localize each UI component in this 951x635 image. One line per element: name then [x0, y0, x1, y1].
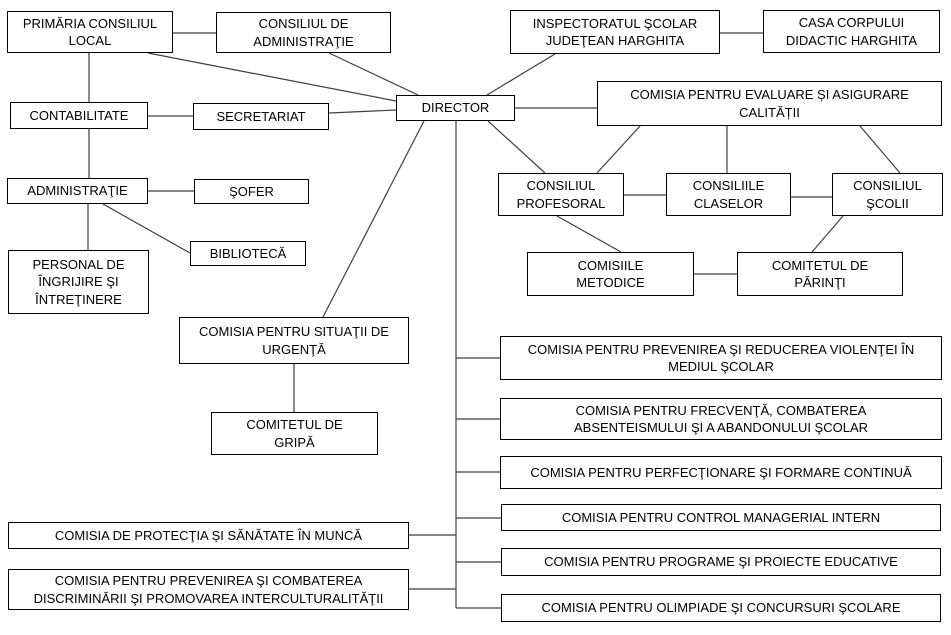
node-consiliile-claselor: CONSILIILE CLASELOR	[666, 173, 791, 216]
node-comitetul-de-gripa: COMITETUL DE GRIPĂ	[211, 412, 378, 455]
node-comitetul-de-parinti: COMITETUL DE PĂRINŢI	[737, 252, 903, 296]
node-comisia-discriminare: COMISIA PENTRU PREVENIREA ŞI COMBATEREA …	[8, 569, 409, 610]
node-director: DIRECTOR	[396, 95, 515, 121]
node-personal-ingrijire: PERSONAL DE ÎNGRIJIRE ŞI ÎNTREŢINERE	[8, 250, 149, 314]
edge-primaria-director	[147, 52, 397, 102]
node-comisiile-metodice: COMISIILE METODICE	[527, 252, 694, 296]
node-comisia-violenta: COMISIA PENTRU PREVENIREA ŞI REDUCEREA V…	[500, 336, 942, 380]
node-comisia-evaluare-calitate: COMISIA PENTRU EVALUARE ȘI ASIGURARE CAL…	[597, 81, 942, 126]
edge-consiliu-admin-director	[328, 52, 419, 96]
edge-inspectorat-director	[486, 53, 556, 96]
node-comisia-perfectionare: COMISIA PENTRU PERFECŢIONARE ŞI FORMARE …	[500, 456, 942, 489]
node-sofer: ŞOFER	[194, 179, 309, 204]
edge-evaluare-scolii	[859, 125, 901, 174]
node-primaria-consiliul-local: PRIMĂRIA CONSILIUL LOCAL	[7, 11, 173, 53]
node-consiliul-profesoral: CONSILIUL PROFESORAL	[498, 173, 624, 216]
edge-evaluare-profesoral	[596, 125, 641, 174]
edge-profesoral-metodice	[556, 215, 622, 253]
node-comisia-olimpiade: COMISIA PENTRU OLIMPIADE ŞI CONCURSURI Ş…	[501, 594, 941, 622]
node-comisia-control-managerial: COMISIA PENTRU CONTROL MANAGERIAL INTERN	[501, 504, 941, 531]
node-biblioteca: BIBLIOTECĂ	[190, 241, 306, 266]
edge-secretariat-director	[328, 109, 397, 114]
node-comisia-protectia-munca: COMISIA DE PROTECŢIA ȘI SĂNĂTATE ÎN MUNC…	[8, 522, 409, 549]
edge-scolii-parinti	[811, 215, 844, 253]
node-comisia-programe-proiecte: COMISIA PENTRU PROGRAME ŞI PROIECTE EDUC…	[501, 548, 941, 576]
edge-director-situatii	[322, 120, 425, 318]
node-casa-corpului-didactic: CASA CORPULUI DIDACTIC HARGHITA	[763, 10, 940, 53]
node-administratie: ADMINISTRAŢIE	[7, 178, 148, 204]
node-secretariat: SECRETARIAT	[193, 103, 329, 130]
edge-administratie-biblioteca	[102, 203, 191, 254]
edge-director-profesoral	[487, 120, 546, 174]
node-comisia-situatii-urgenta: COMISIA PENTRU SITUAŢII DE URGENŢĂ	[179, 317, 409, 364]
node-comisia-frecventa: COMISIA PENTRU FRECVENŢĂ, COMBATEREA ABS…	[500, 398, 942, 440]
node-consiliul-de-administratie: CONSILIUL DE ADMINISTRAŢIE	[216, 12, 391, 53]
node-inspectoratul-scolar: INSPECTORATUL ŞCOLAR JUDEŢEAN HARGHITA	[510, 10, 720, 54]
node-contabilitate: CONTABILITATE	[10, 102, 148, 129]
node-consiliul-scolii: CONSILIUL ŞCOLII	[832, 173, 943, 216]
